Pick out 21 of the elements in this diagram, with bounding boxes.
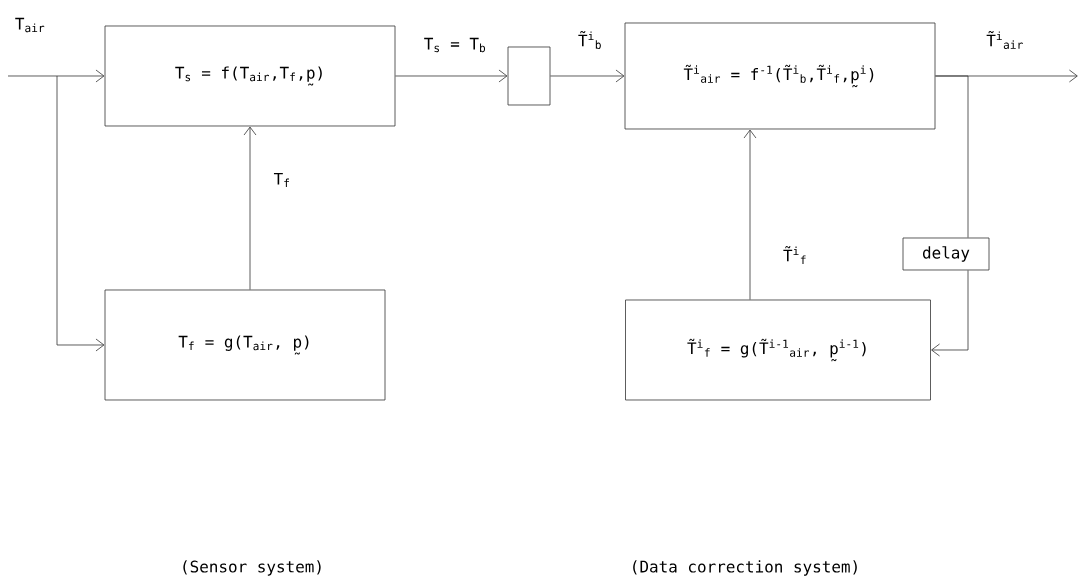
edge-label: T̃$^{i}$f — [783, 246, 806, 264]
arrow — [743, 129, 757, 300]
empty-box — [507, 46, 551, 106]
arrow — [550, 69, 625, 83]
edge-label: T$_{air}$ — [15, 17, 45, 33]
process-box: T̃$^{i}$$_{air}$ = f$^{-1}$(T̃$^{i}$$_{b}$,T̃$^{i}$$_{f}$,p̰$^{i}$) — [624, 22, 936, 130]
process-box: T̃$^{i}$$_{f}$ = g(T̃$^{i-1}$$_{air}$, p̰$^{i-1}$) — [625, 299, 931, 401]
arrow — [7, 69, 105, 83]
edge-label: T$_{f}$ — [273, 172, 289, 188]
process-box: T$_{s}$ = f(T$_{air}$,T$_{f}$,p̰) — [104, 25, 396, 127]
edge-label: T̃$^{i}$air — [986, 31, 1023, 49]
caption: (Sensor system) — [183, 560, 321, 576]
arrow — [56, 75, 105, 352]
caption: (Data correction system) — [633, 560, 857, 576]
edge-label: T$_{s}$ = T$_{b}$ — [424, 37, 486, 53]
edge-label: T̃$^{i}$b — [578, 31, 601, 49]
arrow — [395, 69, 508, 83]
process-box: delay — [902, 237, 990, 271]
process-box: T$_{f}$ = g(T$_{air}$, p̰) — [104, 289, 386, 401]
arrow — [243, 126, 257, 290]
arrow — [931, 270, 969, 357]
